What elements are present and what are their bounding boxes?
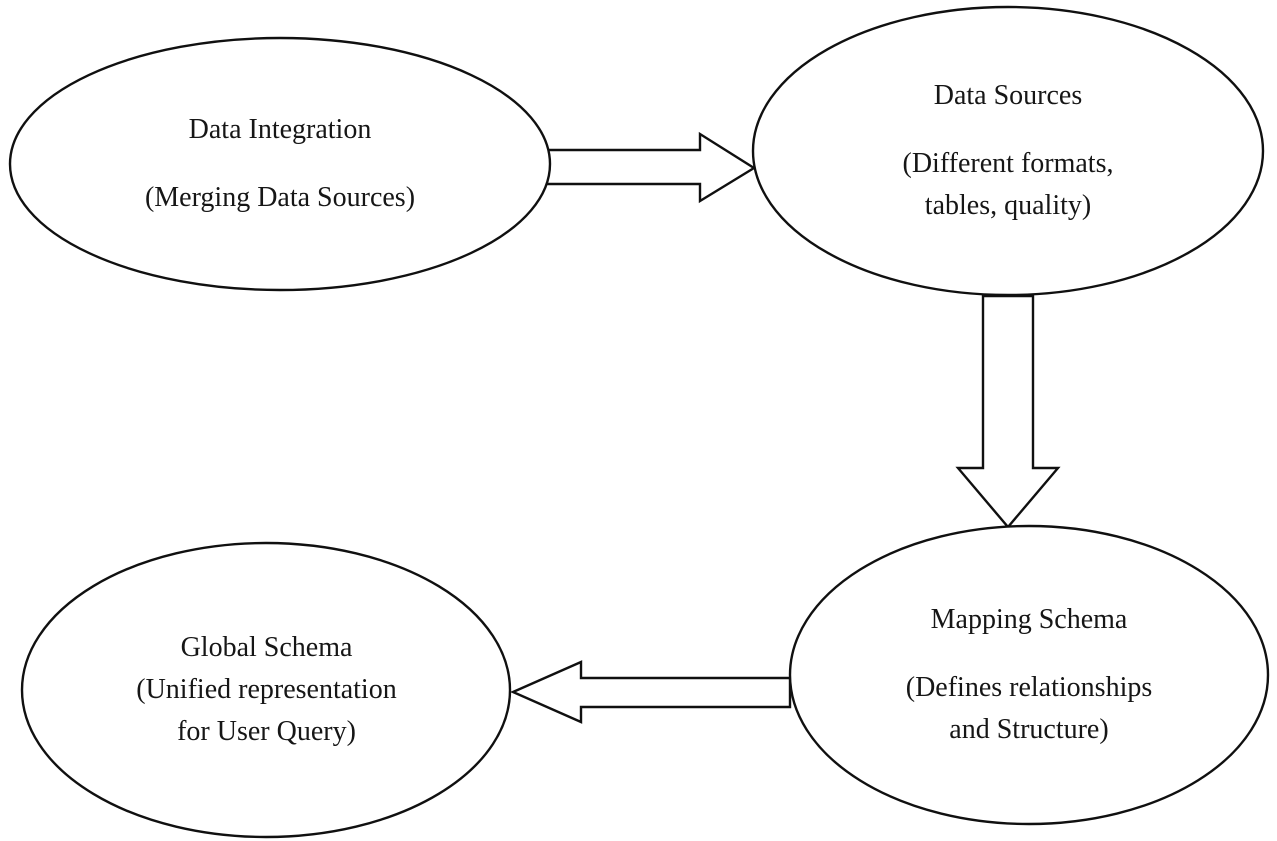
ellipse-data-sources (751, 5, 1265, 297)
ellipse-data-integration (8, 36, 552, 292)
arrow-data-sources-to-mapping-schema (955, 294, 1061, 529)
arrow-data-integration-to-data-sources (543, 131, 757, 204)
ellipse-global-schema (20, 541, 512, 839)
ellipse-mapping-schema (788, 524, 1270, 826)
arrow-mapping-schema-to-global-schema (510, 660, 792, 724)
